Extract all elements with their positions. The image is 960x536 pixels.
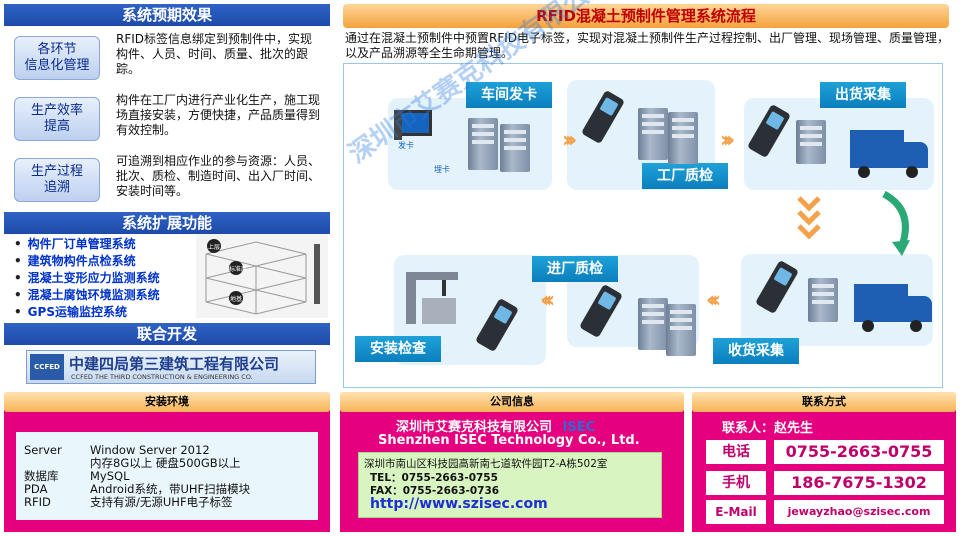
stage-site-qc: 进厂质检 bbox=[532, 256, 618, 282]
company-tel: TEL：0755-2663-0755 bbox=[370, 472, 498, 484]
mobile-value: 186-7675-1302 bbox=[774, 471, 944, 495]
partner-logo-banner: CCFED 中建四局第三建筑工程有限公司 CCFED THE THIRD CON… bbox=[26, 350, 316, 384]
company-name-en: Shenzhen ISEC Technology Co., Ltd. bbox=[378, 433, 640, 448]
stage-ship-out: 出货采集 bbox=[820, 82, 906, 108]
server-icon bbox=[668, 112, 698, 164]
email-link[interactable]: jewayzhao@szisec.com bbox=[774, 500, 944, 524]
effect-text: RFID标签信息绑定到预制件中，实现构件、人员、时间、质量、批次的跟踪。 bbox=[116, 32, 313, 76]
extension-header: 系统扩展功能 bbox=[4, 212, 330, 234]
stage-workshop: 车间发卡 bbox=[466, 82, 552, 108]
env-content bbox=[16, 432, 318, 520]
stage-install: 安装检查 bbox=[355, 336, 441, 362]
curved-arrow-icon bbox=[878, 190, 918, 260]
arrow-left-icon: ‹‹‹ bbox=[706, 288, 721, 313]
env-row: 内存8G以上 硬盘500GB以上 bbox=[90, 456, 241, 470]
pc-tower-icon bbox=[394, 110, 402, 140]
contact-header: 联系方式 bbox=[692, 392, 956, 412]
phone-label: 电话 bbox=[706, 440, 766, 464]
effect-row-efficiency: 生产效率 提高 构件在工厂内进行产业化生产，施工现场直接安装，方便快捷，产品质量… bbox=[14, 93, 324, 147]
company-fax: FAX：0755-2663-0736 bbox=[370, 485, 500, 497]
effect-text: 可追溯到相应作业的参与资源：人员、批次、质检、制造时间、出入厂时间、安装时间等。 bbox=[116, 154, 321, 198]
embed-label: 埋卡 bbox=[434, 165, 450, 174]
image-label: 地基 bbox=[230, 296, 243, 303]
partner-name-cn: 中建四局第三建筑工程有限公司 bbox=[69, 355, 280, 373]
extension-item: 混凝土腐蚀环境监测系统 bbox=[14, 287, 194, 304]
truck-icon bbox=[850, 130, 930, 178]
extension-item: 建筑物构件点检系统 bbox=[14, 253, 194, 270]
effects-header: 系统预期效果 bbox=[4, 4, 330, 26]
issue-label: 发卡 bbox=[398, 141, 414, 150]
stage-factory-qc: 工厂质检 bbox=[642, 163, 728, 189]
computer-icon bbox=[398, 110, 432, 136]
server-icon bbox=[796, 120, 826, 164]
server-icon bbox=[808, 278, 838, 322]
building-monitor-image: 上层 标准层 地基 bbox=[196, 234, 328, 318]
flow-description: 通过在混凝土预制件中预置RFID电子标签，实现对混凝土预制件生产过程控制、出厂管… bbox=[345, 31, 950, 60]
arrow-right-icon: ››› bbox=[720, 128, 735, 153]
flow-header: RFID混凝土预制件管理系统流程 bbox=[343, 4, 949, 28]
extension-item: GPS运输监控系统 bbox=[14, 304, 194, 321]
effect-tag: 各环节 信息化管理 bbox=[14, 36, 100, 80]
server-icon bbox=[638, 108, 668, 160]
extension-item: 混凝土变形应力监测系统 bbox=[14, 270, 194, 287]
effect-row-trace: 生产过程 追溯 可追溯到相应作业的参与资源：人员、批次、质检、制造时间、出入厂时… bbox=[14, 154, 324, 208]
company-header: 公司信息 bbox=[340, 392, 684, 412]
image-label: 上层 bbox=[208, 244, 221, 251]
image-label: 标准层 bbox=[229, 266, 248, 273]
extension-item: 构件厂订单管理系统 bbox=[14, 236, 194, 253]
partner-header: 联合开发 bbox=[4, 323, 330, 345]
extension-list: 构件厂订单管理系统 建筑物构件点检系统 混凝土变形应力监测系统 混凝土腐蚀环境监… bbox=[14, 236, 194, 321]
arrow-left-icon: ‹‹‹ bbox=[540, 288, 555, 313]
arrow-right-icon: ››› bbox=[562, 128, 577, 153]
phone-value: 0755-2663-0755 bbox=[774, 440, 944, 464]
company-brand: ISEC bbox=[562, 420, 596, 435]
server-icon bbox=[468, 118, 498, 170]
mobile-label: 手机 bbox=[706, 471, 766, 495]
effect-row-info: 各环节 信息化管理 RFID标签信息绑定到预制件中，实现构件、人员、时间、质量、… bbox=[14, 32, 324, 86]
effect-tag: 生产过程 追溯 bbox=[14, 158, 100, 202]
company-address: 深圳市南山区科技园高新南七道软件园T2-A栋502室 bbox=[364, 458, 608, 470]
partner-name-en: CCFED THE THIRD CONSTRUCTION & ENGINEERI… bbox=[71, 373, 253, 381]
server-icon bbox=[500, 124, 530, 172]
env-header: 安装环境 bbox=[4, 392, 330, 412]
email-label: E-Mail bbox=[706, 500, 766, 524]
company-name-cn: 深圳市艾赛克科技有限公司 ISEC bbox=[396, 420, 596, 435]
server-icon bbox=[666, 304, 696, 356]
company-address-box bbox=[358, 452, 662, 518]
company-website-link[interactable]: http://www.szisec.com bbox=[370, 496, 548, 512]
stage-receive: 收货采集 bbox=[713, 338, 799, 364]
effect-text: 构件在工厂内进行产业化生产，施工现场直接安装，方便快捷，产品质量得到有效控制。 bbox=[116, 93, 321, 137]
crane-icon bbox=[402, 268, 462, 328]
truck-icon bbox=[854, 284, 934, 332]
effect-tag: 生产效率 提高 bbox=[14, 97, 100, 141]
arrow-down-icon bbox=[796, 194, 822, 244]
server-icon bbox=[638, 298, 668, 350]
contact-person: 联系人：赵先生 bbox=[722, 421, 814, 436]
partner-logo: CCFED bbox=[30, 354, 64, 380]
